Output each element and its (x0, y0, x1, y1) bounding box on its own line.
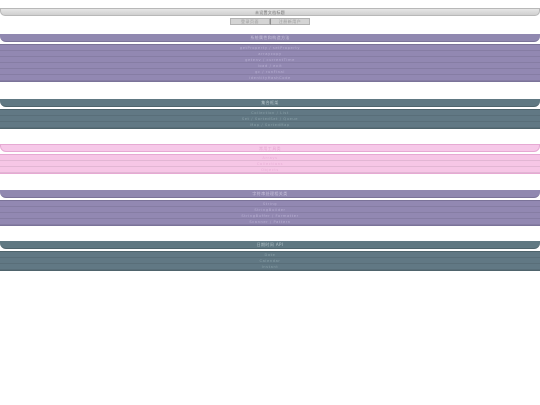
list-item[interactable]: getProperty / setProperty (0, 45, 540, 51)
list-item-label: Collections (256, 162, 284, 166)
list-item[interactable]: identityHashCode (0, 75, 540, 81)
list-item-label: StringBuilder (254, 208, 286, 212)
list-item[interactable]: Scanner / Pattern (0, 219, 540, 225)
tab-register-label: 注册新用户 (278, 19, 302, 24)
list-item[interactable]: arraycopy (0, 51, 540, 57)
list-item-label: StringBuffer / Formatter (241, 214, 299, 218)
list-item[interactable]: Date (0, 252, 540, 258)
section-collections: 集合框架 Collection / List Set / SortedSet /… (0, 99, 540, 129)
section-string-handling: 字符串处理相关类 String StringBuilder StringBuff… (0, 190, 540, 226)
list-item[interactable]: Collection / List (0, 110, 540, 116)
list-item[interactable]: Instant (0, 264, 540, 270)
section-title: 系统属性和构造方法 (250, 35, 290, 40)
list-item-label: Objects (261, 168, 279, 172)
list-item-label: Collection / List (251, 111, 289, 115)
list-item-label: String (262, 202, 278, 206)
list-item-label: gc / runFinal (255, 70, 285, 74)
list-item[interactable]: Calendar (0, 258, 540, 264)
section-title: 集合框架 (261, 100, 279, 105)
section-date-time: 日期时间 API Date Calendar Instant (0, 241, 540, 271)
section-title: 日期时间 API (256, 242, 284, 247)
list-item-label: Set / SortedSet / Queue (241, 117, 299, 121)
list-item-label: identityHashCode (249, 76, 291, 80)
section-title: 字符串处理相关类 (252, 191, 288, 196)
section-header[interactable]: 常用工具类 (0, 144, 540, 152)
list-item[interactable]: Map / SortedMap (0, 122, 540, 128)
tab-login-label: 登录页面 (241, 19, 259, 24)
section-system-properties: 系统属性和构造方法 getProperty / setProperty arra… (0, 34, 540, 82)
section-utilities: 常用工具类 Arrays Collections Objects (0, 144, 540, 174)
section-header[interactable]: 字符串处理相关类 (0, 190, 540, 198)
section-list: Collection / List Set / SortedSet / Queu… (0, 109, 540, 129)
list-item-label: Arrays (262, 156, 278, 160)
list-item[interactable]: getenv / currentTime (0, 57, 540, 63)
list-item[interactable]: Set / SortedSet / Queue (0, 116, 540, 122)
list-item[interactable]: StringBuffer / Formatter (0, 213, 540, 219)
list-item-label: Date (264, 253, 276, 257)
list-item-label: getProperty / setProperty (239, 46, 301, 50)
list-item-label: Calendar (259, 259, 281, 263)
section-header[interactable]: 系统属性和构造方法 (0, 34, 540, 42)
section-list: getProperty / setProperty arraycopy gete… (0, 44, 540, 82)
list-item[interactable]: String (0, 201, 540, 207)
tab-register[interactable]: 注册新用户 (270, 18, 310, 25)
list-item[interactable]: Objects (0, 167, 540, 173)
list-item[interactable]: load / exit (0, 63, 540, 69)
list-item[interactable]: StringBuilder (0, 207, 540, 213)
list-item-label: Instant (261, 265, 279, 269)
section-list: String StringBuilder StringBuffer / Form… (0, 200, 540, 226)
list-item-label: Map / SortedMap (250, 123, 290, 127)
list-item-label: load / exit (257, 64, 283, 68)
list-item[interactable]: gc / runFinal (0, 69, 540, 75)
section-list: Arrays Collections Objects (0, 154, 540, 174)
window-title-bar: 未设置文档标题 (0, 8, 540, 16)
tab-login[interactable]: 登录页面 (230, 18, 270, 25)
list-item[interactable]: Collections (0, 161, 540, 167)
tab-bar: 登录页面 注册新用户 (230, 18, 310, 25)
list-item-label: getenv / currentTime (245, 58, 295, 62)
list-item-label: arraycopy (258, 52, 282, 56)
section-title: 常用工具类 (259, 146, 281, 151)
section-header[interactable]: 日期时间 API (0, 241, 540, 249)
section-header[interactable]: 集合框架 (0, 99, 540, 107)
window-title: 未设置文档标题 (254, 10, 286, 15)
section-list: Date Calendar Instant (0, 251, 540, 271)
list-item[interactable]: Arrays (0, 155, 540, 161)
list-item-label: Scanner / Pattern (249, 220, 291, 224)
